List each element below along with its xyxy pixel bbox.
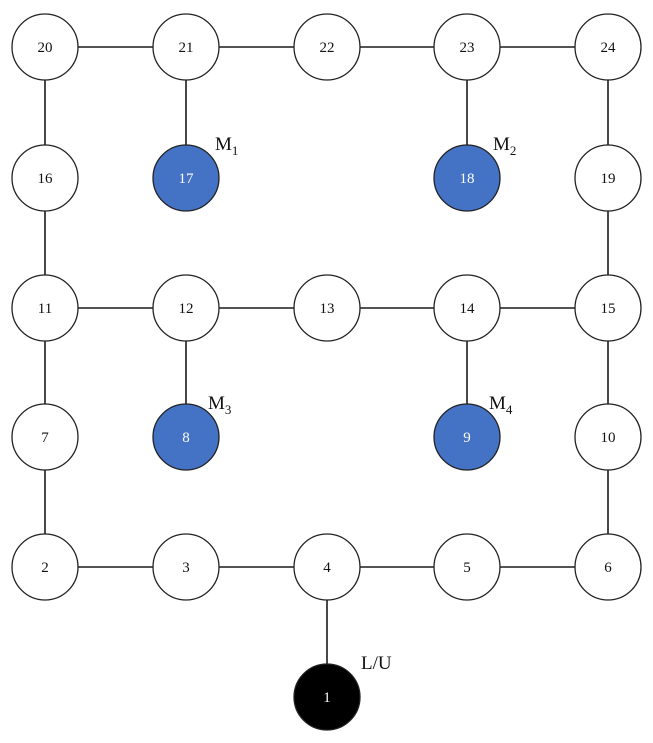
node-3: 3 [152, 533, 220, 601]
annotation-subscript: 2 [510, 143, 517, 158]
node-circle [11, 403, 79, 471]
node-label: 1 [323, 690, 331, 706]
node-circle [293, 663, 361, 731]
node-label: 16 [38, 171, 54, 187]
annotation-m2: M2 [493, 134, 516, 158]
node-label: 22 [320, 40, 335, 56]
node-label: 13 [320, 301, 335, 317]
annotation-main: M [493, 134, 510, 155]
node-label: 23 [460, 40, 475, 56]
node-circle [11, 533, 79, 601]
node-label: 21 [179, 40, 194, 56]
node-circle [152, 533, 220, 601]
annotation-m1: M1 [215, 134, 238, 158]
node-circle [574, 13, 642, 81]
node-24: 24 [574, 13, 642, 81]
node-circle [11, 144, 79, 212]
annotation-main: M [215, 134, 232, 155]
node-14: 14 [433, 274, 501, 342]
node-5: 5 [433, 533, 501, 601]
node-6: 6 [574, 533, 642, 601]
node-label: 6 [604, 560, 612, 576]
annotation-subscript: 3 [225, 402, 232, 417]
node-2: 2 [11, 533, 79, 601]
node-label: 9 [463, 430, 471, 446]
node-circle [433, 13, 501, 81]
node-circle [433, 533, 501, 601]
node-circle [574, 533, 642, 601]
node-label: 8 [182, 430, 190, 446]
node-12: 12 [152, 274, 220, 342]
node-22: 22 [293, 13, 361, 81]
node-label: 15 [601, 301, 616, 317]
annotation-lu: L/U [361, 653, 392, 674]
node-circle [152, 13, 220, 81]
node-circle [433, 274, 501, 342]
node-circle [293, 533, 361, 601]
node-8: 8 [152, 403, 220, 471]
node-label: 10 [601, 430, 616, 446]
node-21: 21 [152, 13, 220, 81]
node-label: 18 [460, 171, 475, 187]
node-circle [152, 274, 220, 342]
node-11: 11 [11, 274, 79, 342]
node-circle [152, 144, 220, 212]
node-circle [293, 274, 361, 342]
node-label: 17 [179, 171, 195, 187]
node-17: 17 [152, 144, 220, 212]
node-circle [574, 274, 642, 342]
node-19: 19 [574, 144, 642, 212]
node-23: 23 [433, 13, 501, 81]
node-13: 13 [293, 274, 361, 342]
node-circle [433, 144, 501, 212]
node-label: 2 [41, 560, 49, 576]
node-circle [433, 403, 501, 471]
node-label: 4 [323, 560, 331, 576]
node-circle [293, 13, 361, 81]
node-label: 5 [463, 560, 471, 576]
node-20: 20 [11, 13, 79, 81]
node-circle [152, 403, 220, 471]
node-circle [11, 13, 79, 81]
node-15: 15 [574, 274, 642, 342]
annotation-m4: M4 [489, 393, 513, 417]
node-label: 14 [460, 301, 476, 317]
node-circle [11, 274, 79, 342]
node-10: 10 [574, 403, 642, 471]
node-9: 9 [433, 403, 501, 471]
node-4: 4 [293, 533, 361, 601]
node-label: 12 [179, 301, 194, 317]
node-7: 7 [11, 403, 79, 471]
node-label: 7 [41, 430, 49, 446]
node-18: 18 [433, 144, 501, 212]
annotation-main: M [489, 393, 506, 414]
node-label: 3 [182, 560, 190, 576]
node-label: 20 [38, 40, 53, 56]
node-1: 1 [293, 663, 361, 731]
node-16: 16 [11, 144, 79, 212]
node-label: 11 [38, 301, 52, 317]
annotation-m3: M3 [208, 393, 231, 417]
node-label: 19 [601, 171, 616, 187]
annotation-main: L/U [361, 653, 392, 674]
node-label: 24 [601, 40, 617, 56]
annotation-subscript: 4 [506, 402, 513, 417]
node-circle [574, 403, 642, 471]
node-circle [574, 144, 642, 212]
annotation-main: M [208, 393, 225, 414]
annotation-subscript: 1 [232, 143, 239, 158]
